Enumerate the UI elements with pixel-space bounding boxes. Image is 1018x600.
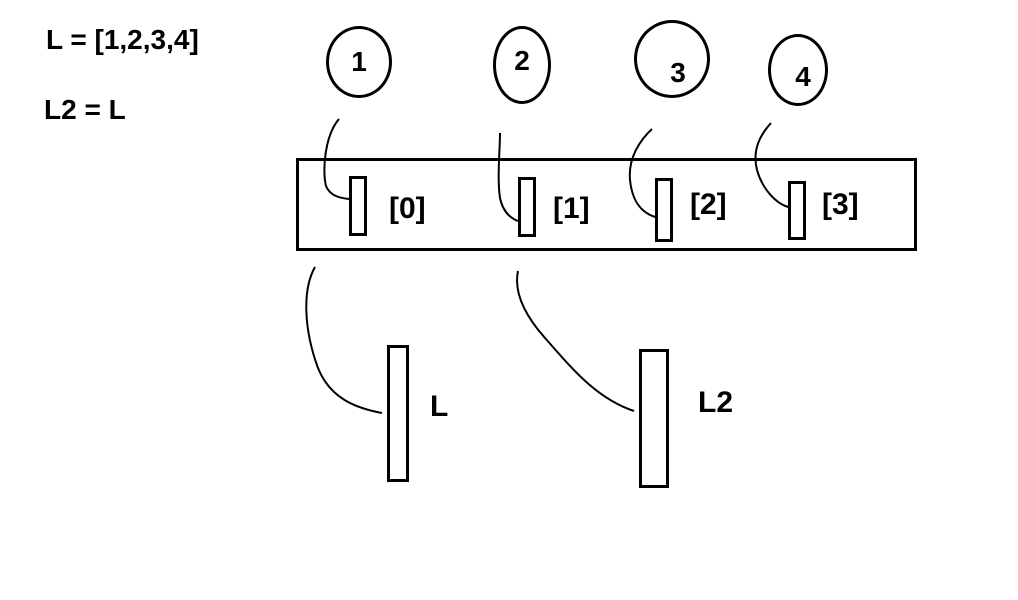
value-circle-2: 2 [493,26,551,104]
slot-2 [655,178,673,242]
list-object-box [296,158,917,251]
value-label-3: 3 [670,57,686,88]
value-label-2: 2 [514,45,530,76]
var-slot-L2 [639,349,669,488]
value-label-1: 1 [351,46,367,77]
value-circle-1: 1 [326,26,392,98]
value-circle-4: 4 [768,34,828,106]
slot-0 [349,176,367,236]
code-line-2: L2 = L [44,94,126,125]
ref-line-L2 [516,270,635,412]
code-line-1: L = [1,2,3,4] [46,24,199,55]
var-label-L: L [430,390,449,423]
var-label-L2: L2 [698,386,734,419]
ref-line-slot1 [497,132,519,222]
value-circle-3: 3 [634,20,710,98]
index-label-0: [0] [389,192,426,225]
ref-line-slot0 [323,118,350,200]
slot-1 [518,177,536,237]
ref-line-slot2 [628,128,656,218]
var-slot-L [387,345,409,482]
slot-3 [788,181,806,240]
index-label-3: [3] [822,188,859,221]
index-label-2: [2] [690,188,727,221]
ref-line-L [305,266,383,414]
index-label-1: [1] [553,192,590,225]
ref-line-slot3 [754,122,789,208]
value-label-4: 4 [795,61,811,92]
